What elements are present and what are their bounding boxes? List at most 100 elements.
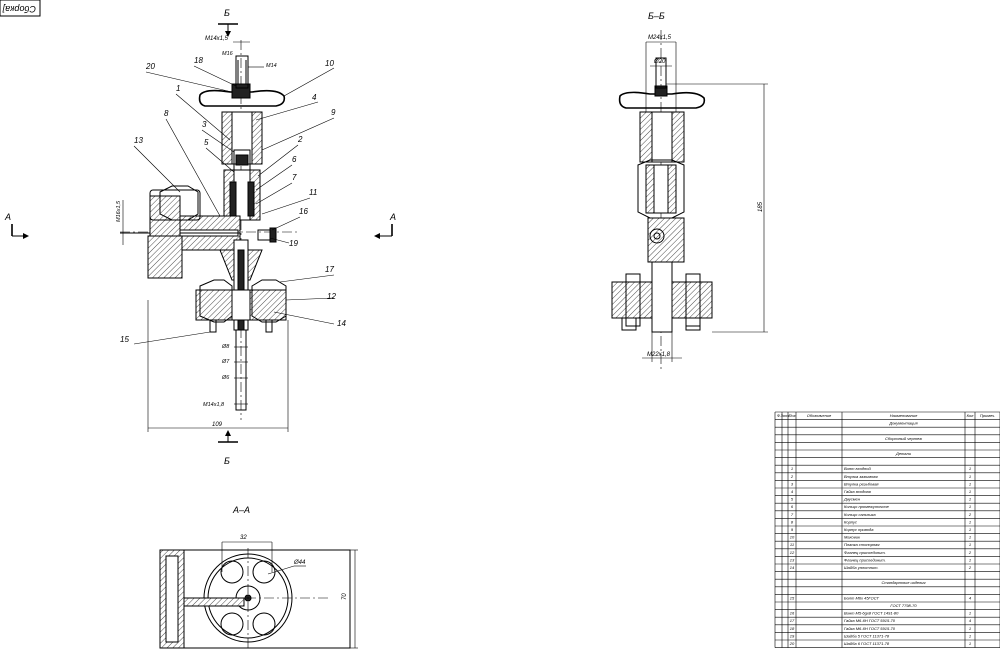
table-cell-name: Винт М5-6gх8 ГОСТ 1491-80 <box>844 611 899 616</box>
table-cell-pos: 2 <box>790 474 794 479</box>
table-cell-name: Маховик <box>844 535 861 540</box>
table-cell-name: Гайка входная <box>844 489 872 494</box>
svg-text:70: 70 <box>342 593 348 600</box>
svg-text:15: 15 <box>120 335 129 344</box>
table-cell-qty: 2 <box>968 565 972 570</box>
table-cell-qty: 1 <box>969 466 971 471</box>
table-cell-qty: 1 <box>969 557 971 562</box>
section-mark-left-a: А <box>4 212 29 239</box>
callout-12: 12 <box>285 292 336 301</box>
table-cell-qty: 1 <box>969 535 971 540</box>
svg-text:Б–Б: Б–Б <box>648 11 665 21</box>
svg-text:Ø44: Ø44 <box>293 560 306 566</box>
table-cell-pos: 9 <box>791 527 794 532</box>
callout-14: 14 <box>273 311 346 328</box>
dim-d8: Ø8 <box>221 344 248 350</box>
svg-text:9: 9 <box>331 108 336 117</box>
table-cell-name: Шайба уплотнит. <box>844 565 879 570</box>
table-header-cell: Примеч. <box>980 413 995 418</box>
dim-d7: Ø7 <box>221 359 248 365</box>
svg-text:А: А <box>4 212 11 222</box>
section-bb-view: Б–Б M24x1,5 Ø20 <box>611 11 768 370</box>
table-cell-pos: 13 <box>790 557 795 562</box>
table-cell-pos: 17 <box>790 618 795 623</box>
svg-text:Б: Б <box>224 456 230 466</box>
callout-15: 15 <box>120 331 211 345</box>
table-header-cell: Кол <box>967 413 974 418</box>
table-cell-name: Болт М6х 45ГОСТ <box>844 595 879 600</box>
svg-text:M24x1,5: M24x1,5 <box>648 35 672 41</box>
table-header-cell: Поз <box>789 413 796 418</box>
table-cell-name: Стандартные изделия <box>881 580 926 585</box>
table-cell-pos: 12 <box>790 550 795 555</box>
table-cell-qty: 4 <box>969 595 972 600</box>
table-cell-qty: 4 <box>969 618 972 623</box>
table-cell-pos: 11 <box>790 542 794 547</box>
table-cell-name: Документация <box>888 421 918 426</box>
callout-13: 13 <box>133 136 181 193</box>
table-cell-pos: 8 <box>791 519 794 524</box>
table-cell-pos: 3 <box>791 481 794 486</box>
aa-dim-d44: Ø44 <box>267 560 306 575</box>
svg-text:M16x1,5: M16x1,5 <box>116 200 122 222</box>
callout-2: 2 <box>257 135 303 177</box>
bb-dim-height: 185 <box>666 83 768 333</box>
table-cell-qty: 1 <box>969 611 971 616</box>
svg-text:2: 2 <box>297 135 303 144</box>
table-header-cell: Наименование <box>890 413 918 418</box>
svg-text:Ø8: Ø8 <box>221 344 230 350</box>
callout-16: 16 <box>271 207 308 231</box>
table-cell-pos: 15 <box>790 595 795 600</box>
table-cell-qty: 1 <box>969 481 971 486</box>
svg-text:17: 17 <box>325 265 334 274</box>
svg-text:8: 8 <box>164 109 169 118</box>
table-cell-name: Кольцо сальника <box>844 512 876 517</box>
svg-text:А–А: А–А <box>232 505 250 515</box>
table-cell-name: Фланец присоединит. <box>844 557 886 562</box>
svg-text:6: 6 <box>292 155 297 164</box>
svg-text:7: 7 <box>292 173 297 182</box>
svg-text:M14x1,5: M14x1,5 <box>205 36 229 42</box>
aa-dim-70: 70 <box>342 549 358 649</box>
svg-text:12: 12 <box>327 292 336 301</box>
callout-6: 6 <box>255 155 297 191</box>
table-header-cell: Ф <box>777 413 781 418</box>
section-aa-view: А–А 32 Ø44 70 <box>159 505 358 649</box>
table-cell-qty: 1 <box>969 626 971 631</box>
svg-text:16: 16 <box>299 207 308 216</box>
table-cell-pos: 16 <box>790 611 795 616</box>
svg-text:3: 3 <box>202 120 207 129</box>
svg-text:13: 13 <box>134 136 143 145</box>
table-cell-qty: 1 <box>969 474 971 479</box>
main-view: Б Б А А <box>4 8 396 466</box>
svg-text:20: 20 <box>145 62 155 71</box>
table-cell-qty: 2 <box>968 512 972 517</box>
table-cell-qty: 1 <box>969 527 971 532</box>
svg-text:Б: Б <box>224 8 230 18</box>
svg-text:10: 10 <box>325 59 334 68</box>
table-cell-pos: 10 <box>790 535 795 540</box>
svg-text:14: 14 <box>337 319 346 328</box>
bb-dim-d20: Ø20 <box>650 59 672 67</box>
svg-text:Ø20: Ø20 <box>653 59 666 65</box>
dim-m14: M14 <box>248 63 277 69</box>
svg-text:185: 185 <box>758 201 764 212</box>
table-cell-pos: 18 <box>790 626 795 631</box>
table-cell-name: ГОСТ 7798-70 <box>890 603 917 608</box>
table-cell-name: Двусмен <box>843 497 861 502</box>
table-cell-name: Корпус привода <box>844 527 874 532</box>
svg-text:1: 1 <box>176 84 180 93</box>
svg-text:19: 19 <box>289 239 298 248</box>
table-cell-qty: 2 <box>968 550 972 555</box>
svg-text:Сборка]: Сборка] <box>2 4 36 14</box>
svg-text:Ø6: Ø6 <box>221 375 230 381</box>
svg-text:M22x1,8: M22x1,8 <box>647 352 671 358</box>
table-cell-pos: 14 <box>790 565 795 570</box>
corner-stamp: Сборка] <box>0 0 41 17</box>
table-cell-name: Шайба 5 ГОСТ 11371-78 <box>844 633 890 638</box>
table-cell-pos: 4 <box>791 489 794 494</box>
table-cell-name: Втулка зажимная <box>844 474 879 479</box>
callout-17: 17 <box>279 265 334 283</box>
dim-thread-top: M14x1,5 <box>205 36 250 43</box>
